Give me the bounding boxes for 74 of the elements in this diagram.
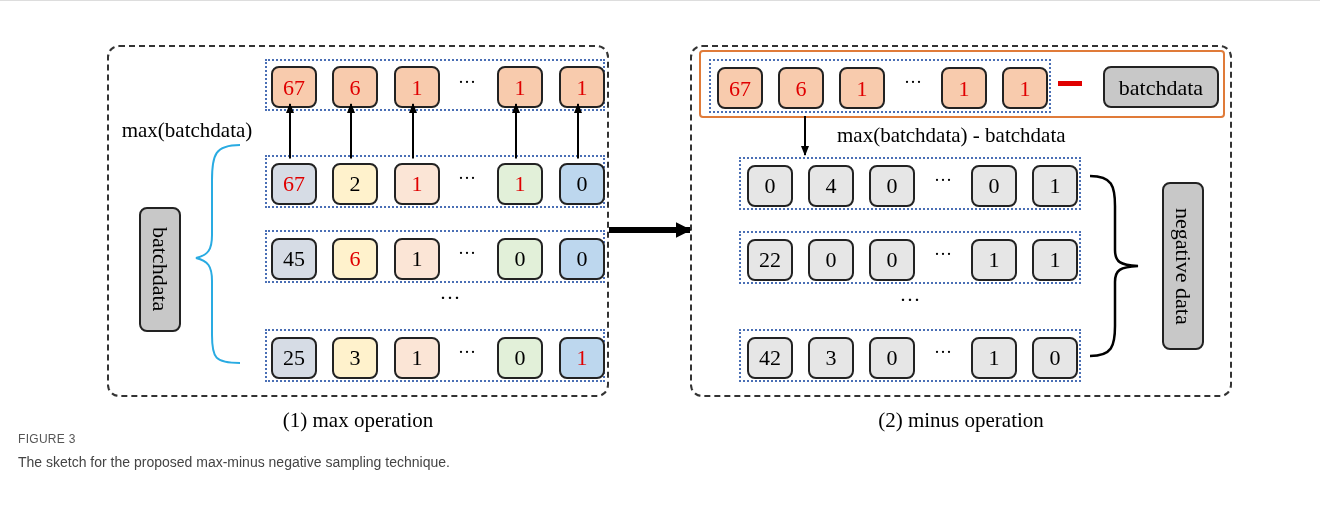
row-frame (739, 157, 1081, 210)
ellipsis: ··· (457, 343, 477, 361)
arrow (574, 103, 582, 160)
ellipsis: ··· (438, 288, 462, 309)
number-cell: 0 (559, 162, 605, 205)
number-cell: 0 (869, 336, 915, 379)
row-frame (265, 155, 605, 208)
highlight-box (699, 50, 1225, 118)
number-cell: 1 (1032, 164, 1078, 207)
operation-label: max(batchdata) (120, 120, 254, 141)
row-frame (739, 329, 1081, 382)
number-cell: 22 (747, 238, 793, 281)
number-cell: 0 (971, 164, 1017, 207)
number-cell: 25 (271, 336, 317, 379)
number-cell: 1 (559, 66, 605, 108)
row-frame (265, 329, 605, 382)
figure-caption: The sketch for the proposed max-minus negative sampling technique. (18, 453, 450, 472)
arrow (609, 222, 692, 238)
number-cell: 1 (497, 162, 543, 205)
arrow (286, 103, 294, 160)
number-cell: 2 (332, 162, 378, 205)
number-cell: 1 (839, 67, 885, 109)
number-cell: 1 (1002, 67, 1048, 109)
row-frame (709, 59, 1051, 113)
number-cell: 1 (559, 336, 605, 379)
row-frame (739, 231, 1081, 284)
number-cell: 3 (808, 336, 854, 379)
number-cell: 1 (971, 238, 1017, 281)
ellipsis: ··· (457, 169, 477, 187)
number-cell: 4 (808, 164, 854, 207)
number-cell: 1 (394, 162, 440, 205)
number-cell: 67 (717, 67, 763, 109)
number-cell: 0 (747, 164, 793, 207)
number-cell: 0 (1032, 336, 1078, 379)
label-box: batchdata (139, 207, 181, 332)
number-cell: 0 (808, 238, 854, 281)
number-cell: 0 (497, 336, 543, 379)
number-cell: 0 (559, 237, 605, 280)
number-cell: 1 (941, 67, 987, 109)
number-cell: 0 (869, 164, 915, 207)
ellipsis: ··· (933, 343, 953, 361)
arrow (512, 103, 520, 160)
figure-number: FIGURE 3 (18, 431, 76, 448)
row-frame (265, 59, 605, 111)
label-box: negative data (1162, 182, 1204, 350)
number-cell: 45 (271, 237, 317, 280)
number-cell: 1 (497, 66, 543, 108)
ellipsis: ··· (457, 244, 477, 262)
number-cell: 6 (778, 67, 824, 109)
number-cell: 67 (271, 162, 317, 205)
number-cell: 42 (747, 336, 793, 379)
number-cell: 1 (394, 237, 440, 280)
number-cell: 3 (332, 336, 378, 379)
row-frame (265, 230, 605, 283)
ellipsis: ··· (903, 73, 923, 91)
number-cell: 1 (394, 66, 440, 108)
number-cell: 67 (271, 66, 317, 108)
number-cell: 6 (332, 66, 378, 108)
ellipsis: ··· (457, 73, 477, 91)
ellipsis: ··· (933, 171, 953, 189)
panel-caption: (1) max operation (281, 407, 435, 434)
number-cell: 6 (332, 237, 378, 280)
arrow (409, 103, 417, 160)
panel-caption: (2) minus operation (877, 407, 1045, 434)
number-cell: 0 (869, 238, 915, 281)
ellipsis: ··· (898, 290, 922, 311)
number-cell: 0 (497, 237, 543, 280)
ellipsis: ··· (933, 245, 953, 263)
label-box: batchdata (1103, 66, 1219, 108)
number-cell: 1 (394, 336, 440, 379)
arrow (801, 115, 809, 156)
number-cell: 1 (971, 336, 1017, 379)
number-cell: 1 (1032, 238, 1078, 281)
arrow (347, 103, 355, 160)
